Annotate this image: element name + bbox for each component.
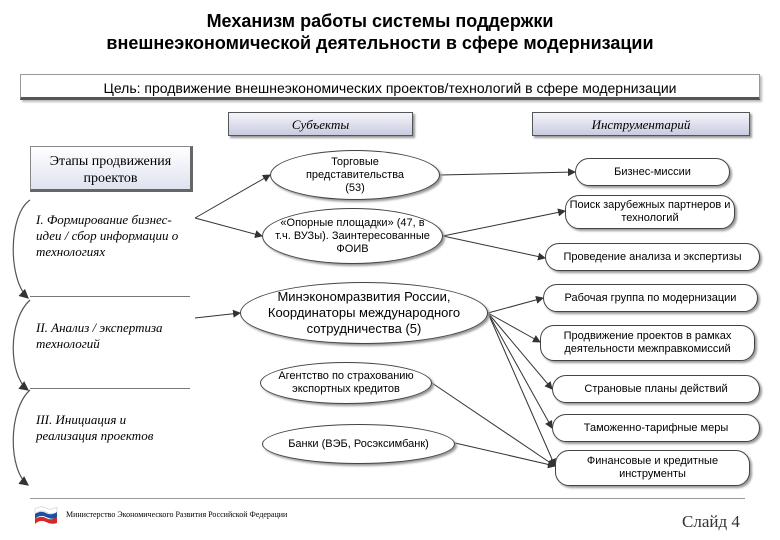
title-line-2: внешнеэкономической деятельности в сфере… [106, 33, 654, 53]
tool-analysis: Проведение анализа и экспертизы [545, 243, 760, 271]
subject-platforms: «Опорные площадки» (47, в т.ч. ВУЗы). За… [262, 208, 443, 264]
ministry-flag-logo [34, 506, 58, 524]
tool-country-plans: Страновые планы действий [552, 375, 760, 403]
tool-working-group: Рабочая группа по модернизации [543, 284, 758, 312]
subject-label: Минэкономразвития России, Координаторы м… [267, 289, 461, 336]
tool-business-missions: Бизнес-миссии [575, 158, 730, 186]
slide-number: Слайд 4 [682, 512, 740, 531]
goal-banner: Цель: продвижение внешнеэкономических пр… [20, 74, 760, 100]
tools-header: Инструментарий [532, 112, 750, 136]
stage-3: III. Инициация и реализация проектов [36, 412, 154, 443]
page-title: Механизм работы системы поддержки внешне… [0, 10, 760, 54]
subjects-header: Субъекты [228, 112, 413, 136]
subject-insurance-agency: Агентство по страхованию экспортных кред… [260, 362, 432, 404]
subject-tool-links [194, 168, 576, 469]
tool-partner-search: Поиск зарубежных партнеров и технологий [565, 195, 735, 229]
subject-trade-missions: Торговые представительства (53) [270, 150, 440, 200]
footer-divider [30, 498, 745, 499]
title-line-1: Механизм работы системы поддержки [206, 11, 554, 31]
subject-banks: Банки (ВЭБ, Росэксимбанк) [262, 424, 455, 464]
tool-customs-measures: Таможенно-тарифные меры [552, 414, 760, 442]
ministry-name: Министерство Экономического Развития Рос… [66, 510, 288, 519]
stage-divider [30, 296, 190, 297]
subject-label: «Опорные площадки» (47, в т.ч. ВУЗы). За… [275, 216, 430, 255]
subject-label: Торговые представительства (53) [305, 155, 405, 194]
subject-ministry: Минэкономразвития России, Координаторы м… [240, 282, 488, 344]
stage-divider [30, 388, 190, 389]
stages-header: Этапы продвижения проектов [30, 146, 193, 192]
tool-intergov-commissions: Продвижение проектов в рамках деятельнос… [540, 325, 755, 361]
stage-flow-arrows [12, 199, 31, 486]
tool-financial-instruments: Финансовые и кредитные инструменты [555, 450, 750, 486]
stage-1: I. Формирование бизнес-идеи / сбор инфор… [36, 212, 179, 259]
subject-label: Банки (ВЭБ, Росэксимбанк) [288, 437, 429, 450]
subject-label: Агентство по страхованию экспортных кред… [278, 370, 414, 395]
stage-2: II. Анализ / экспертиза технологий [36, 320, 163, 351]
